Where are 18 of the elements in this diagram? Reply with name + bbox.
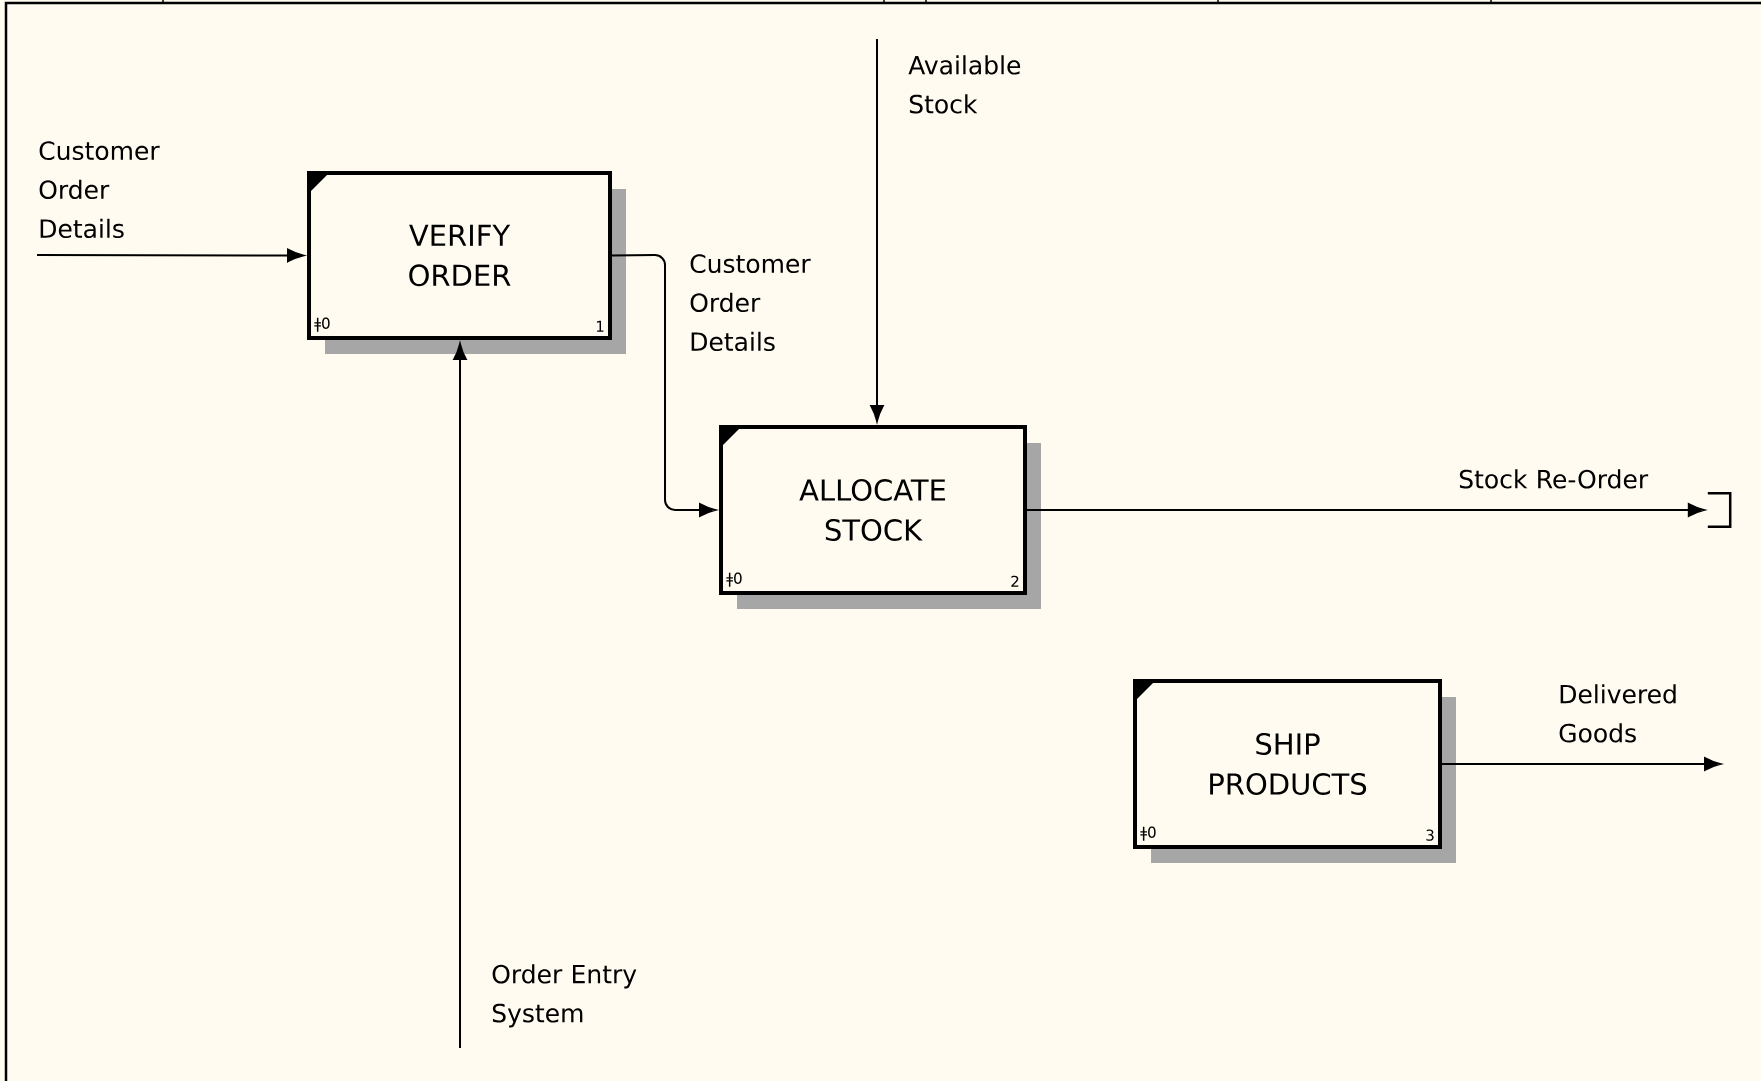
cost-marker: ǂ0 <box>726 572 742 587</box>
arrow <box>1026 503 1705 517</box>
cost-marker: ǂ0 <box>1140 826 1156 841</box>
arrow <box>1441 757 1721 771</box>
arrow <box>453 343 467 1049</box>
box-number: 3 <box>1426 829 1434 841</box>
edge-label: Stock Re-Order <box>1459 469 1649 489</box>
edge-label: Order Entry System <box>492 964 637 1028</box>
edge-label: Customer Order Details <box>39 141 160 239</box>
tunnel-bracket <box>1707 492 1732 528</box>
box-number: 1 <box>596 320 604 332</box>
edge-label: Available Stock <box>908 55 1021 114</box>
arrow <box>611 254 716 517</box>
edge-label: Customer Order Details <box>690 254 811 352</box>
cost-marker: ǂ0 <box>314 317 330 332</box>
edge-label: Delivered Goods <box>1559 684 1676 743</box>
box-number: 2 <box>1011 575 1019 587</box>
arrow <box>870 38 884 422</box>
